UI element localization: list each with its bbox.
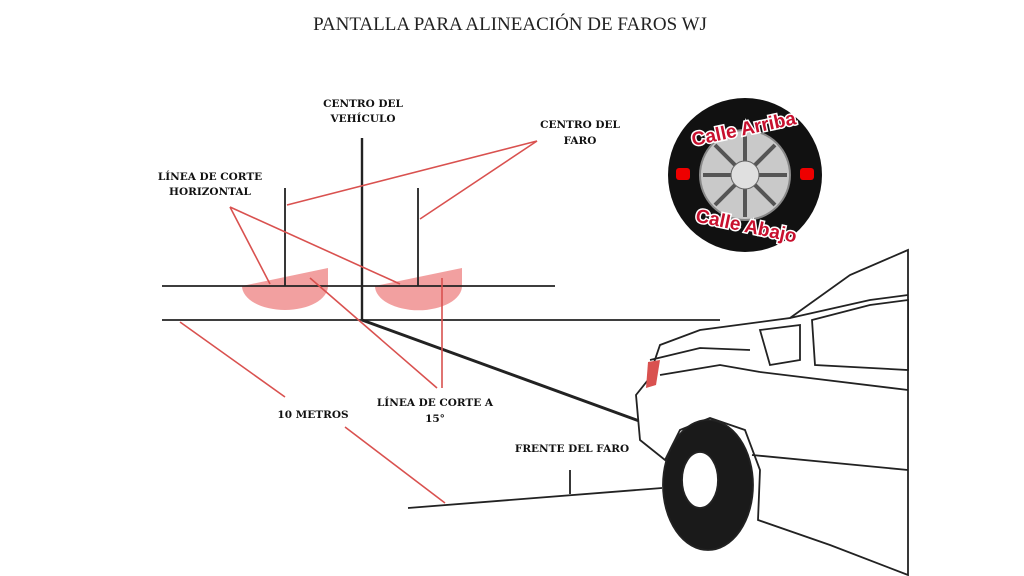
label-headlamp-front: FRENTE DEL FARO <box>515 443 629 455</box>
headlamp-front-baseline <box>407 487 663 509</box>
label-headlamp-center-2: FARO <box>564 135 597 147</box>
leader-line <box>309 277 438 389</box>
youtube-icon <box>800 168 814 180</box>
label-headlamp-center-1: CENTRO DEL <box>540 119 620 131</box>
label-cutoff-15-1: LÍNEA DE CORTE A <box>377 395 494 409</box>
label-horizontal-cutoff-2: HORIZONTAL <box>169 186 251 198</box>
leader-line <box>229 206 271 285</box>
label-vehicle-center-2: VEHÍCULO <box>329 111 395 125</box>
leader-line <box>344 426 446 504</box>
leader-line <box>229 206 401 285</box>
right-beam-pattern <box>375 268 462 311</box>
distance-line <box>361 318 643 424</box>
wheel-hub <box>681 451 719 509</box>
vehicle-illustration <box>635 248 909 576</box>
label-horizontal-cutoff-1: LÍNEA DE CORTE <box>158 169 262 183</box>
leader-line <box>419 140 538 220</box>
channel-logo: Calle Arriba Calle Abajo <box>668 98 822 252</box>
label-distance: 10 METROS <box>277 409 348 421</box>
leader-line <box>286 140 538 206</box>
diagram-title: PANTALLA PARA ALINEACIÓN DE FAROS WJ <box>313 13 707 35</box>
youtube-icon <box>676 168 690 180</box>
leader-line <box>179 321 286 398</box>
label-cutoff-15-2: 15° <box>425 413 445 425</box>
left-beam-pattern <box>242 268 328 310</box>
label-vehicle-center-1: CENTRO DEL <box>323 98 403 110</box>
